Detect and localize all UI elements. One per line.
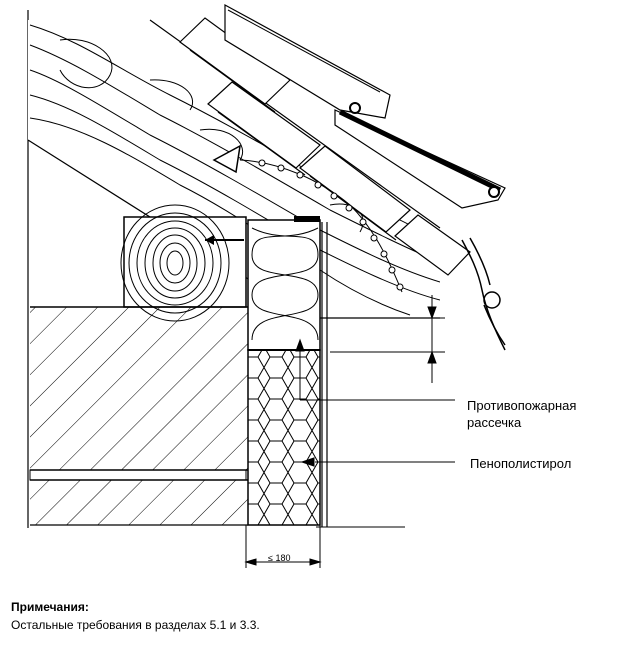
fire-break-label: Противопожарная рассечка [467, 398, 577, 430]
notes-title: Примечания: [11, 600, 89, 614]
leader-lines [295, 338, 455, 467]
vertical-dimension [330, 295, 445, 383]
roof-eave-section-drawing [27, 3, 506, 568]
insulation-column [247, 216, 321, 526]
notes-block: Примечания: Остальные требования в разде… [11, 598, 611, 634]
dimension-label: ≤ 180 [268, 553, 291, 563]
air-flow-line [212, 144, 404, 293]
notes-text: Остальные требования в разделах 5.1 и 3.… [11, 618, 260, 632]
gutter [461, 237, 506, 351]
masonry-wall [29, 306, 248, 526]
wall-plate-timber [120, 204, 247, 322]
horizontal-dimension [244, 525, 322, 568]
roof-battens [179, 17, 471, 276]
roof-tiles [224, 3, 506, 209]
polystyrene-foam-label: Пенополистирол [470, 456, 572, 471]
